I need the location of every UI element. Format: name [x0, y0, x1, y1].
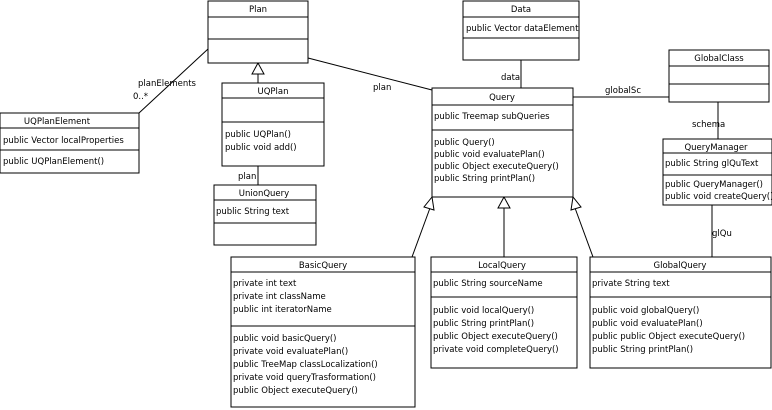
class-uqplan: UQPlan public UQPlan() public void add(): [221, 82, 325, 167]
operation: public Object executeQuery(): [433, 332, 558, 342]
class-name: LocalQuery: [478, 261, 526, 271]
class-localquery: LocalQuery public String sourceName publ…: [430, 256, 578, 369]
operation: private void completeQuery(): [433, 345, 559, 355]
operation: public TreeMap classLocalization(): [233, 360, 378, 370]
class-unionquery: UnionQuery public String text: [213, 184, 317, 246]
operation: public String printPlan(): [592, 345, 693, 355]
uqplan-plan-arrowhead: [251, 61, 265, 75]
class-globalquery: GlobalQuery private String text public v…: [589, 256, 772, 369]
class-name: BasicQuery: [299, 261, 347, 271]
operation: public QueryManager(): [665, 180, 763, 190]
class-name: GlobalClass: [694, 54, 744, 64]
class-name: Plan: [249, 5, 267, 15]
operation: private void queryTrasformation(): [233, 373, 376, 383]
class-uqplanelement: UQPlanElement public Vector localPropert…: [0, 112, 140, 174]
class-name: Data: [511, 5, 531, 15]
operation: public public Object executeQuery(): [592, 332, 745, 342]
attribute: public String sourceName: [433, 279, 543, 289]
attribute: public Vector localProperties: [3, 136, 124, 146]
operation: public Object executeQuery(): [434, 162, 559, 172]
class-name: UQPlanElement: [24, 117, 91, 127]
operation: public Query(): [434, 138, 495, 148]
class-name: GlobalQuery: [654, 261, 707, 271]
connectors: [138, 48, 719, 258]
operation: public String printPlan(): [434, 174, 535, 184]
label-globalsc: globalSc: [605, 86, 641, 96]
label-data-assoc: data: [501, 73, 520, 83]
operation: public String printPlan(): [433, 319, 534, 329]
class-plan: Plan: [207, 0, 309, 64]
association-labels: planElements 0..* plan data globalSc sch…: [133, 73, 732, 239]
attribute: private int text: [233, 279, 297, 289]
basicquery-query-arrowhead: [423, 195, 435, 211]
attribute: private int className: [233, 292, 326, 302]
class-name: Query: [489, 93, 515, 103]
plan-query-line: [307, 57, 433, 91]
class-name: UnionQuery: [239, 189, 289, 199]
attribute: public Treemap subQueries: [434, 112, 550, 122]
operation: public void evaluatePlan(): [434, 150, 545, 160]
class-globalclass: GlobalClass: [668, 49, 770, 103]
operation: public void add(): [225, 143, 297, 153]
basicquery-query-generalization: [411, 207, 431, 258]
globalquery-query-arrowhead: [570, 195, 582, 211]
attribute: public String text: [216, 207, 290, 217]
operation: public void localQuery(): [433, 306, 534, 316]
class-query: Query public Treemap subQueries public Q…: [431, 87, 574, 198]
attribute: public int iteratorName: [233, 305, 332, 315]
operation: public void basicQuery(): [233, 334, 337, 344]
plan-uqplanelement-line: [138, 48, 209, 114]
globalquery-query-generalization: [574, 207, 594, 258]
label-multiplicity: 0..*: [133, 92, 148, 102]
operation: public UQPlanElement(): [3, 157, 104, 167]
class-name: QueryManager: [684, 143, 748, 153]
class-querymanager: QueryManager public String glQuText publ…: [662, 138, 772, 206]
label-glqu: glQu: [712, 229, 732, 239]
operation: private void evaluatePlan(): [233, 347, 348, 357]
operation: public void globalQuery(): [592, 306, 699, 316]
label-planelements: planElements: [138, 79, 197, 89]
attribute: private String text: [592, 279, 670, 289]
operation: public void evaluatePlan(): [592, 319, 703, 329]
class-data: Data public Vector dataElement: [462, 0, 580, 61]
operation: public Object executeQuery(): [233, 386, 358, 396]
label-schema: schema: [692, 120, 725, 130]
operation: public void createQuery(): [665, 192, 772, 202]
operation: public UQPlan(): [225, 130, 291, 140]
label-plan-union: plan: [238, 172, 256, 182]
attribute: public Vector dataElement: [466, 24, 579, 34]
localquery-query-arrowhead: [497, 195, 511, 209]
class-name: UQPlan: [258, 87, 289, 97]
attribute: public String glQuText: [665, 159, 759, 169]
label-plan-assoc: plan: [373, 83, 391, 93]
class-basicquery: BasicQuery private int text private int …: [230, 256, 416, 408]
